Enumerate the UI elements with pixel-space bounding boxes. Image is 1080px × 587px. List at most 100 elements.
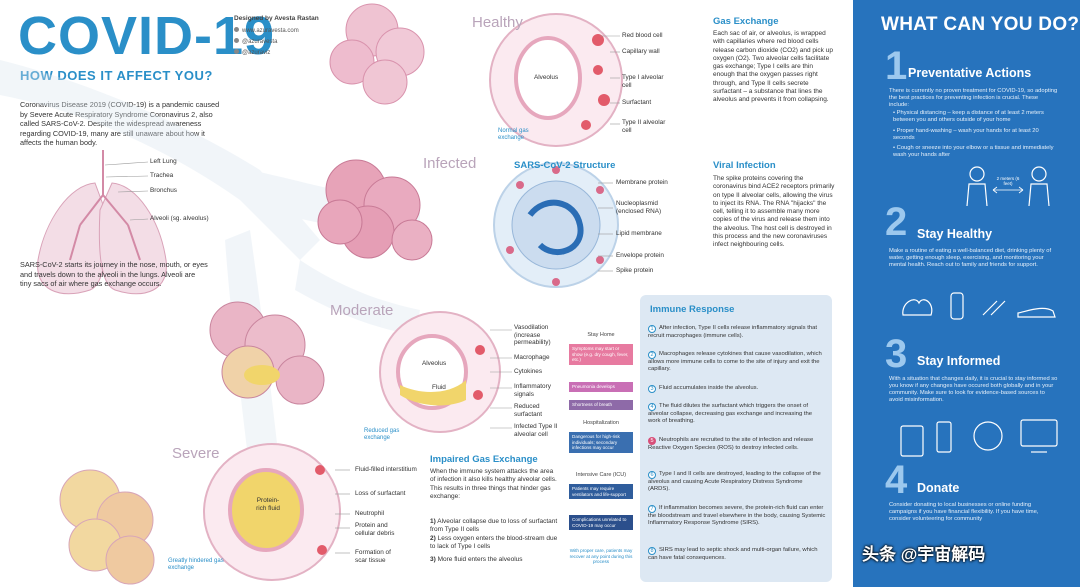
label-lipid-membrane: Lipid membrane [616, 230, 662, 237]
moderate-alveolus-label: Alveolus [422, 360, 447, 367]
moderate-caption: Reduced gas exchange [364, 428, 400, 441]
rp-text-stay-healthy: Make a routine of eating a well-balanced… [889, 248, 1052, 268]
intro-paragraph: Coronavirus Disease 2019 (COVID-19) is a… [20, 100, 220, 148]
label-type-ii-cell: Type II alveolar cell [622, 119, 666, 134]
status-high-risk: Dangerous for high-risk individuals; sec… [569, 432, 633, 453]
social-twitter: @azuraviz [234, 49, 270, 56]
page-title: COVID-19 [18, 6, 276, 66]
label-neutrophil: Neutrophil [355, 510, 385, 517]
label-envelope-protein: Envelope protein [616, 252, 664, 259]
label-reduced-surfactant: Reduced surfactant [514, 403, 543, 418]
status-footnote: With proper care, patients may recover a… [569, 548, 633, 565]
rp-number-2: 2 [885, 200, 908, 244]
status-symptoms: Symptoms may start or show (e.g. dry cou… [569, 344, 633, 365]
healthy-alveolus-label: Alveolus [534, 74, 559, 81]
status-ventilators: Patients may require ventilators and lif… [569, 484, 633, 500]
phone-icon [936, 421, 952, 453]
label-vasodilation: Vasodilation (increase permeability) [514, 324, 551, 347]
moderate-alveoli-cluster [209, 301, 325, 405]
impaired-heading: Impaired Gas Exchange [430, 454, 538, 465]
gas-exchange-text: Each sac of air, or alveolus, is wrapped… [713, 30, 833, 104]
immune-heading: Immune Response [650, 304, 735, 315]
journey-paragraph: SARS-CoV-2 starts its journey in the nos… [20, 260, 208, 289]
stage-infected: Infected [423, 155, 477, 172]
rp-heading-stay-informed: Stay Informed [917, 354, 1001, 368]
rp-text-donate: Consider donating to local businesses or… [889, 502, 1039, 522]
viral-infection-heading: Viral Infection [713, 160, 776, 171]
gas-exchange-heading: Gas Exchange [713, 16, 779, 27]
dumbbell-icon [982, 300, 1006, 316]
rp-bullet-2: • Proper hand-washing – wash your hands … [893, 128, 1039, 141]
label-infected-type-ii: Infected Type II alveolar cell [514, 423, 558, 438]
group-hospitalization: Hospitalization [583, 420, 619, 426]
label-trachea: Trachea [150, 172, 174, 179]
structure-heading: SARS-CoV-2 Structure [514, 160, 616, 171]
group-icu: Intensive Care (ICU) [575, 472, 627, 478]
severe-zoom-diagram [203, 443, 341, 581]
rp-text-preventative: There is currently no proven treatment f… [889, 88, 1058, 108]
label-nucleoplasmid: Nucleoplasmid (enclosed RNA) [616, 200, 662, 215]
impaired-item-1: 1) Alveolar collapse due to loss of surf… [430, 518, 558, 534]
sneaker-icon [1017, 307, 1056, 318]
severe-caption: Greatly hindered gas exchange [168, 558, 224, 571]
newspaper-icon [900, 425, 924, 457]
stage-moderate: Moderate [330, 302, 394, 319]
distancing-label: 2 meters (6 feet) [996, 176, 1020, 186]
label-spike-protein: Spike protein [616, 267, 654, 274]
rp-heading-donate: Donate [917, 481, 960, 495]
label-bronchus: Bronchus [150, 187, 177, 194]
label-left-lung: Left Lung [150, 158, 177, 165]
impaired-item-2: 2) Less oxygen enters the blood-stream d… [430, 535, 558, 551]
rp-heading-preventative: Preventative Actions [908, 66, 1032, 80]
monitor-icon [1020, 419, 1058, 447]
label-inflammatory-signals: Inflammatory signals [514, 383, 551, 398]
label-macrophage: Macrophage [514, 354, 550, 361]
illustration-canvas [0, 3, 623, 585]
label-loss-of-surfactant: Loss of surfactant [355, 490, 406, 497]
designer-credit: Designed by Avesta Rastan [234, 15, 319, 22]
label-alveoli: Alveoli (sg. alveolus) [150, 215, 209, 222]
viral-infection-text: The spike proteins covering the coronavi… [713, 175, 835, 249]
rp-title: WHAT CAN YOU DO? [881, 14, 1080, 35]
information-icons [900, 419, 1058, 457]
healthy-zoom-diagram [489, 13, 623, 147]
healthy-lifestyle-icons [902, 292, 1056, 320]
healthy-alveoli-cluster [329, 3, 425, 105]
rp-number-1: 1 [885, 44, 908, 88]
label-scar-tissue: Formation of scar tissue [355, 549, 391, 564]
rp-bullet-3: • Cough or sneeze into your elbow or a t… [893, 145, 1054, 158]
what-can-you-do-panel: WHAT CAN YOU DO? 1 Preventative Actions … [853, 0, 1080, 587]
social-website: www.azuravesta.com [234, 27, 299, 34]
sars-cov-2-virus [493, 162, 619, 288]
rp-number-4: 4 [885, 458, 908, 502]
virus-icon [973, 421, 1003, 451]
infected-alveoli-cluster [317, 159, 433, 261]
rp-number-3: 3 [885, 332, 908, 376]
label-red-blood-cell: Red blood cell [622, 32, 663, 39]
status-pneumonia: Pneumonia develops [569, 382, 633, 392]
status-complications: Complications unrelated to COVID-19 may … [569, 515, 633, 531]
label-protein-debris: Protein and cellular debris [355, 522, 395, 537]
apple-icon [902, 299, 933, 316]
moderate-fluid-label: Fluid [432, 384, 446, 391]
stage-severe: Severe [172, 445, 220, 462]
watermark: 头条 @宇宙解码 [862, 545, 986, 564]
rp-bullet-1: • Physical distancing – keep a distance … [893, 110, 1044, 123]
social-instagram: @azuravesta [234, 38, 277, 45]
rp-text-stay-informed: With a situation that changes daily, it … [889, 376, 1058, 403]
page-subtitle: HOW DOES IT AFFECT YOU? [20, 68, 213, 83]
water-bottle-icon [950, 292, 964, 320]
label-fluid-filled-interstitium: Fluid-filled interstitium [355, 466, 417, 473]
severe-alveoli-cluster [59, 469, 155, 585]
lungs-illustration [37, 150, 167, 295]
label-surfactant: Surfactant [622, 99, 652, 106]
label-membrane-protein: Membrane protein [616, 179, 668, 186]
